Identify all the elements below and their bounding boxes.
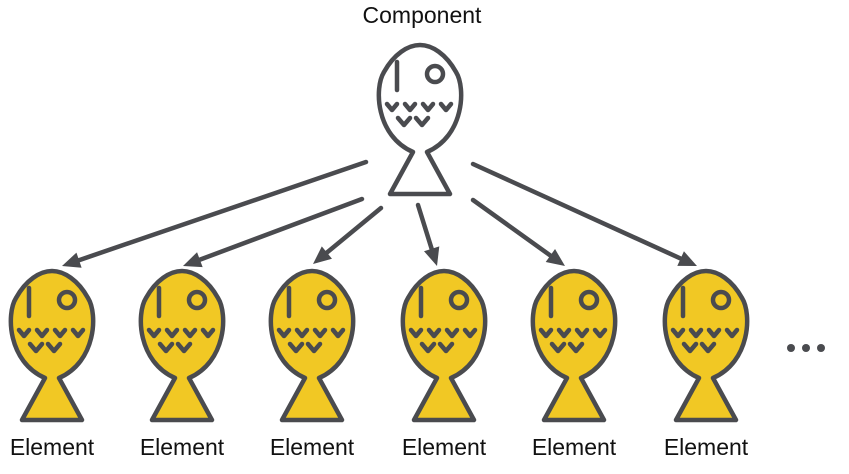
element-label: Element [402,434,487,460]
ellipsis-dot [817,344,825,352]
element-label: Element [664,434,749,460]
element-figure [665,271,747,420]
edge-arrow [415,202,440,266]
edge-arrow [470,197,565,266]
element-label: Element [270,434,355,460]
element-node: Element [140,271,225,460]
child-nodes: Element Element Element Element Element Eleme… [10,271,749,460]
edges [62,159,697,268]
element-label: Element [532,434,617,460]
ellipsis-dot [802,344,810,352]
element-figure [533,271,615,420]
element-figure [141,271,223,420]
edge-arrow [183,196,365,268]
root-label: Component [363,2,483,28]
edge-arrow [62,159,369,268]
component-figure [379,45,461,194]
element-node: Element [664,271,749,460]
element-node: Element [10,271,95,460]
element-node: Element [270,271,355,460]
edge-arrow [470,161,697,266]
element-figure [403,271,485,420]
more-elements-ellipsis [787,344,825,352]
element-label: Element [10,434,95,460]
element-figure [11,271,93,420]
element-label: Element [140,434,225,460]
element-node: Element [532,271,617,460]
element-figure [271,271,353,420]
edge-arrow [313,205,384,264]
ellipsis-dot [787,344,795,352]
element-node: Element [402,271,487,460]
